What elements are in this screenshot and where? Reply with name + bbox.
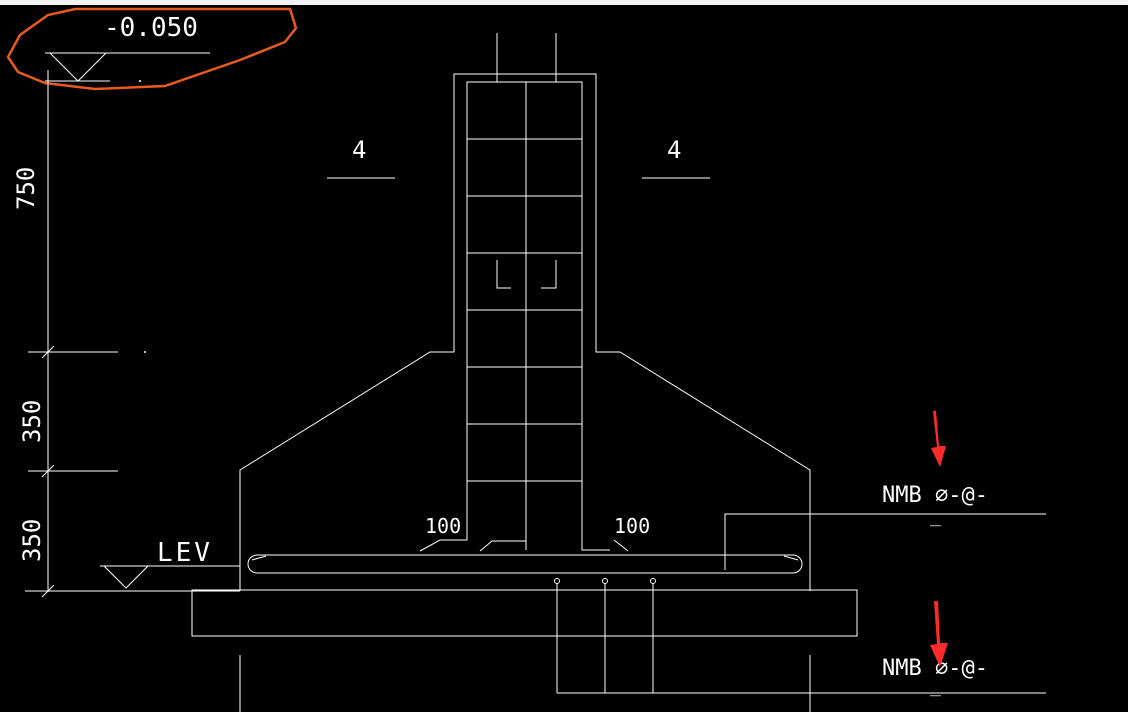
- bottom-mesh-bar: [247, 554, 803, 574]
- footing-outline: [239, 73, 811, 591]
- offset-right-label: 100: [614, 514, 650, 538]
- section-mark-left: 4: [327, 136, 395, 179]
- rebar-note-bottom[interactable]: NMB ⌀-@-: [882, 656, 988, 681]
- section-mark-right-label: 4: [667, 136, 681, 164]
- arrow-icon: [930, 601, 948, 667]
- section-mark-right: 4: [642, 136, 710, 179]
- elevation-marker-top: -0.050: [45, 13, 210, 82]
- markup-circle: [6, 7, 298, 91]
- dim-350-lower: 350: [18, 519, 46, 562]
- dimension-chain-left: 750 350 350: [12, 70, 240, 598]
- offset-left-label: 100: [425, 514, 461, 538]
- bottom-bar-dots: [554, 578, 1046, 694]
- base-slab: [191, 589, 858, 637]
- arrow-icon: [931, 411, 946, 467]
- elevation-label-top: -0.050: [104, 13, 198, 43]
- elevation-marker-lev: LEV: [100, 538, 240, 589]
- dim-350-upper: 350: [18, 400, 46, 443]
- dim-750: 750: [12, 167, 40, 210]
- column-reinforcement: [466, 33, 583, 550]
- leader-top: [724, 513, 1046, 570]
- window-top-strip: [0, 0, 1128, 5]
- bar-anchorage-hooks: 100 100: [419, 514, 650, 552]
- section-mark-left-label: 4: [352, 136, 366, 164]
- rebar-note-bottom-underscore: _: [930, 676, 941, 697]
- lev-label: LEV: [157, 538, 213, 568]
- rebar-note-top[interactable]: NMB ⌀-@-: [882, 483, 988, 508]
- rebar-note-top-underscore: _: [930, 506, 941, 527]
